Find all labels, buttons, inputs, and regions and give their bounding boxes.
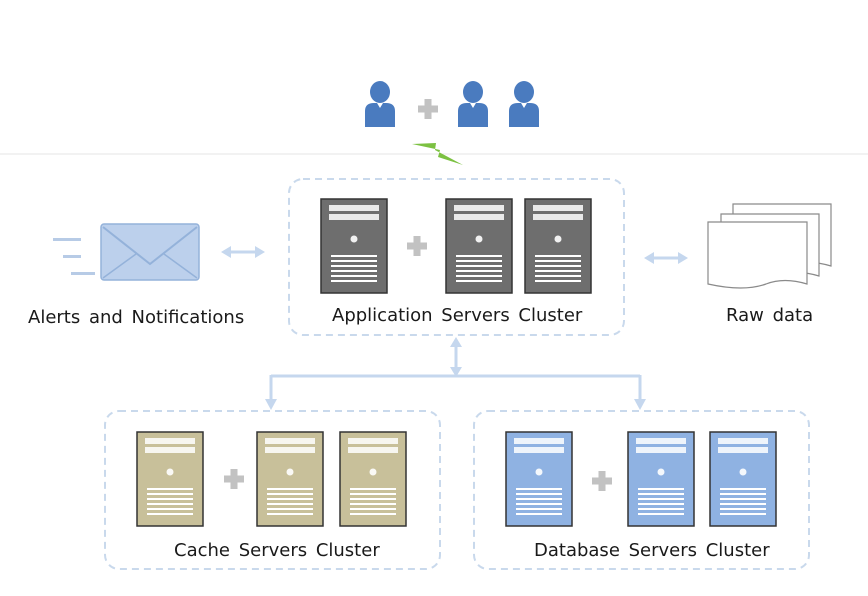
app-server-icon <box>445 198 513 294</box>
lightning-icon <box>412 143 463 165</box>
bidirectional-arrow <box>644 252 688 264</box>
bidirectional-arrow <box>221 246 265 258</box>
db-server-icon <box>627 431 695 527</box>
cache-server-icon <box>339 431 407 527</box>
app-cluster-label: Application Servers Cluster <box>332 305 583 326</box>
user-icon <box>509 81 539 127</box>
documents-icon <box>707 203 832 289</box>
cache-server-icon <box>136 431 204 527</box>
db-cluster-label: Database Servers Cluster <box>534 540 770 561</box>
envelope-icon <box>53 223 200 281</box>
db-server-icon <box>505 431 573 527</box>
connector-lines <box>265 337 646 410</box>
plus-icon <box>224 469 244 489</box>
cache-server-icon <box>256 431 324 527</box>
app-server-icon <box>320 198 388 294</box>
cache-cluster-label: Cache Servers Cluster <box>174 540 380 561</box>
raw-data-label: Raw data <box>726 305 814 326</box>
app-server-icon <box>524 198 592 294</box>
plus-icon <box>592 471 612 491</box>
plus-icon <box>418 99 438 119</box>
user-icon <box>365 81 395 127</box>
user-icon <box>458 81 488 127</box>
plus-icon <box>407 236 427 256</box>
alerts-label: Alerts and Notifications <box>28 307 245 328</box>
db-server-icon <box>709 431 777 527</box>
